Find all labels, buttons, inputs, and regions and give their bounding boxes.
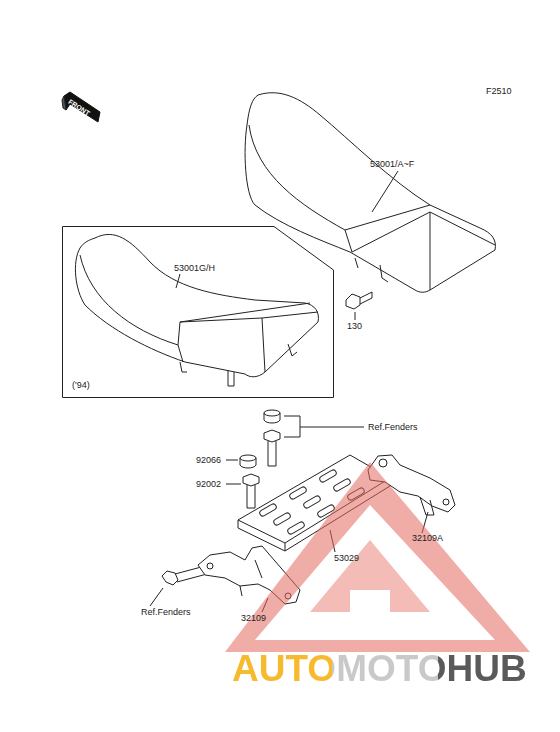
watermark: AUTOMOTOHUB [232,650,527,687]
callout-number: 92002 [196,480,221,489]
slot-hole [259,503,278,517]
seat [245,93,495,293]
seat [75,234,318,386]
model-year-box: 53001G/H ('94) [62,226,334,398]
callout-number: 53001/A~F [370,160,414,169]
cap [240,410,280,468]
callout-number: 92066 [196,456,221,465]
callout-number: 53001G/H [174,264,215,273]
slot-hole [289,486,308,500]
slot-hole [287,521,306,535]
reference-note: Ref.Fenders [368,423,418,432]
callout-number: 130 [347,322,362,331]
watermark-logo [310,540,430,612]
watermark-logo [225,462,530,652]
reference-note: Ref.Fenders [141,608,191,617]
slot-hole [319,469,338,483]
figure-number: F2510 [486,87,512,96]
slot-hole [303,495,322,509]
bolt [346,292,372,309]
slot-hole [333,478,352,492]
slot-hole [273,512,292,526]
callout-number: 32109A [412,534,443,543]
model-year: ('94) [72,381,90,390]
callout-number: 53029 [334,554,359,563]
front-arrow [64,92,100,122]
callout-number: 32109 [241,614,266,623]
box-outline [62,226,334,398]
